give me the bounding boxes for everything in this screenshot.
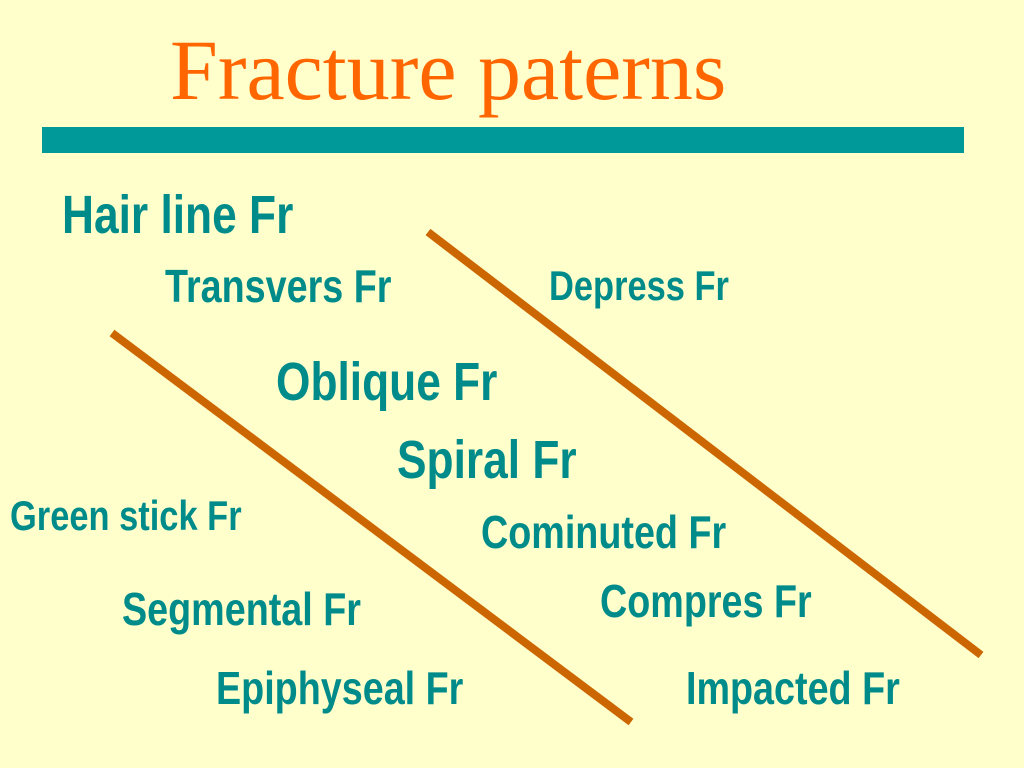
label-compres: Compres Fr bbox=[600, 575, 812, 627]
right-diagonal-line bbox=[425, 228, 984, 659]
label-oblique: Oblique Fr bbox=[276, 352, 498, 412]
label-green-stick: Green stick Fr bbox=[10, 492, 242, 539]
label-impacted: Impacted Fr bbox=[686, 662, 900, 714]
label-segmental: Segmental Fr bbox=[122, 583, 361, 635]
label-hair-line: Hair line Fr bbox=[62, 185, 294, 245]
label-depress: Depress Fr bbox=[549, 262, 729, 309]
label-epiphyseal: Epiphyseal Fr bbox=[216, 662, 464, 714]
left-diagonal-line bbox=[109, 329, 634, 726]
label-cominuted: Cominuted Fr bbox=[481, 506, 727, 558]
slide-title: Fracture paterns bbox=[170, 22, 727, 118]
title-underline-bar bbox=[42, 127, 964, 153]
label-transvers: Transvers Fr bbox=[165, 260, 392, 312]
label-spiral: Spiral Fr bbox=[397, 430, 577, 490]
